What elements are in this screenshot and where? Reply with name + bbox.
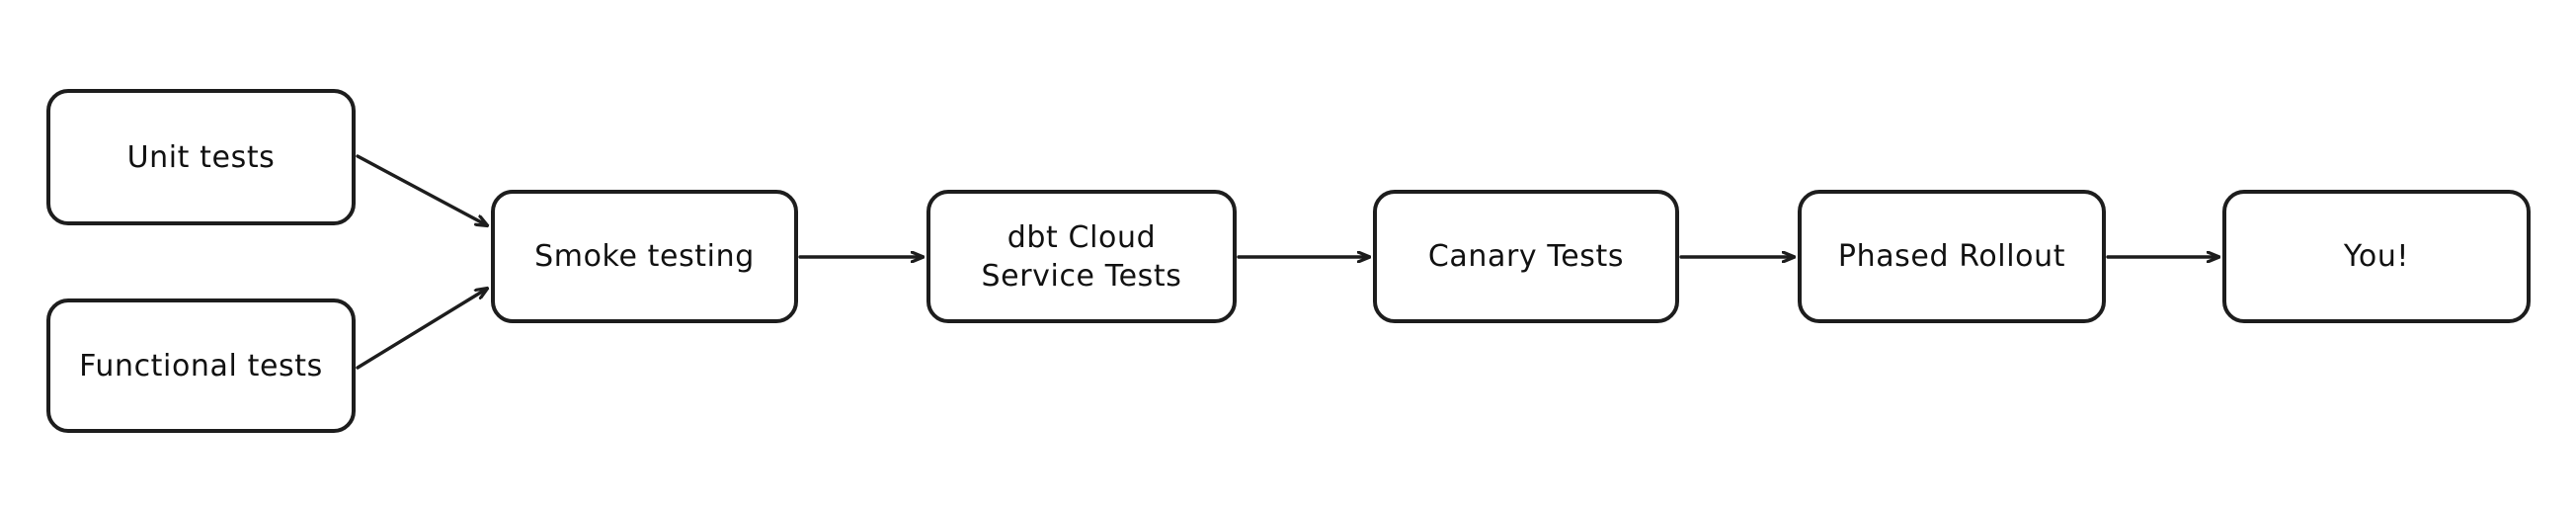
node-label-phased-rollout: Phased Rollout [1837, 239, 2066, 274]
edge-functional-to-smoke [356, 289, 487, 370]
node-label-you: You! [2343, 239, 2410, 274]
node-label-smoke-testing: Smoke testing [534, 239, 755, 274]
node-unit-tests[interactable]: Unit tests [46, 89, 356, 225]
node-dbt-cloud-service-tests[interactable]: dbt Cloud Service Tests [926, 190, 1237, 323]
edge-unit-to-smoke [356, 154, 487, 225]
node-phased-rollout[interactable]: Phased Rollout [1798, 190, 2106, 323]
node-canary-tests[interactable]: Canary Tests [1373, 190, 1679, 323]
node-label-unit-tests: Unit tests [126, 139, 276, 175]
node-you[interactable]: You! [2222, 190, 2531, 323]
node-label-functional-tests: Functional tests [79, 348, 323, 383]
node-label-dbt-cloud-service-tests: dbt Cloud Service Tests [981, 219, 1182, 294]
node-label-canary-tests: Canary Tests [1427, 239, 1625, 274]
node-functional-tests[interactable]: Functional tests [46, 298, 356, 433]
node-smoke-testing[interactable]: Smoke testing [491, 190, 798, 323]
